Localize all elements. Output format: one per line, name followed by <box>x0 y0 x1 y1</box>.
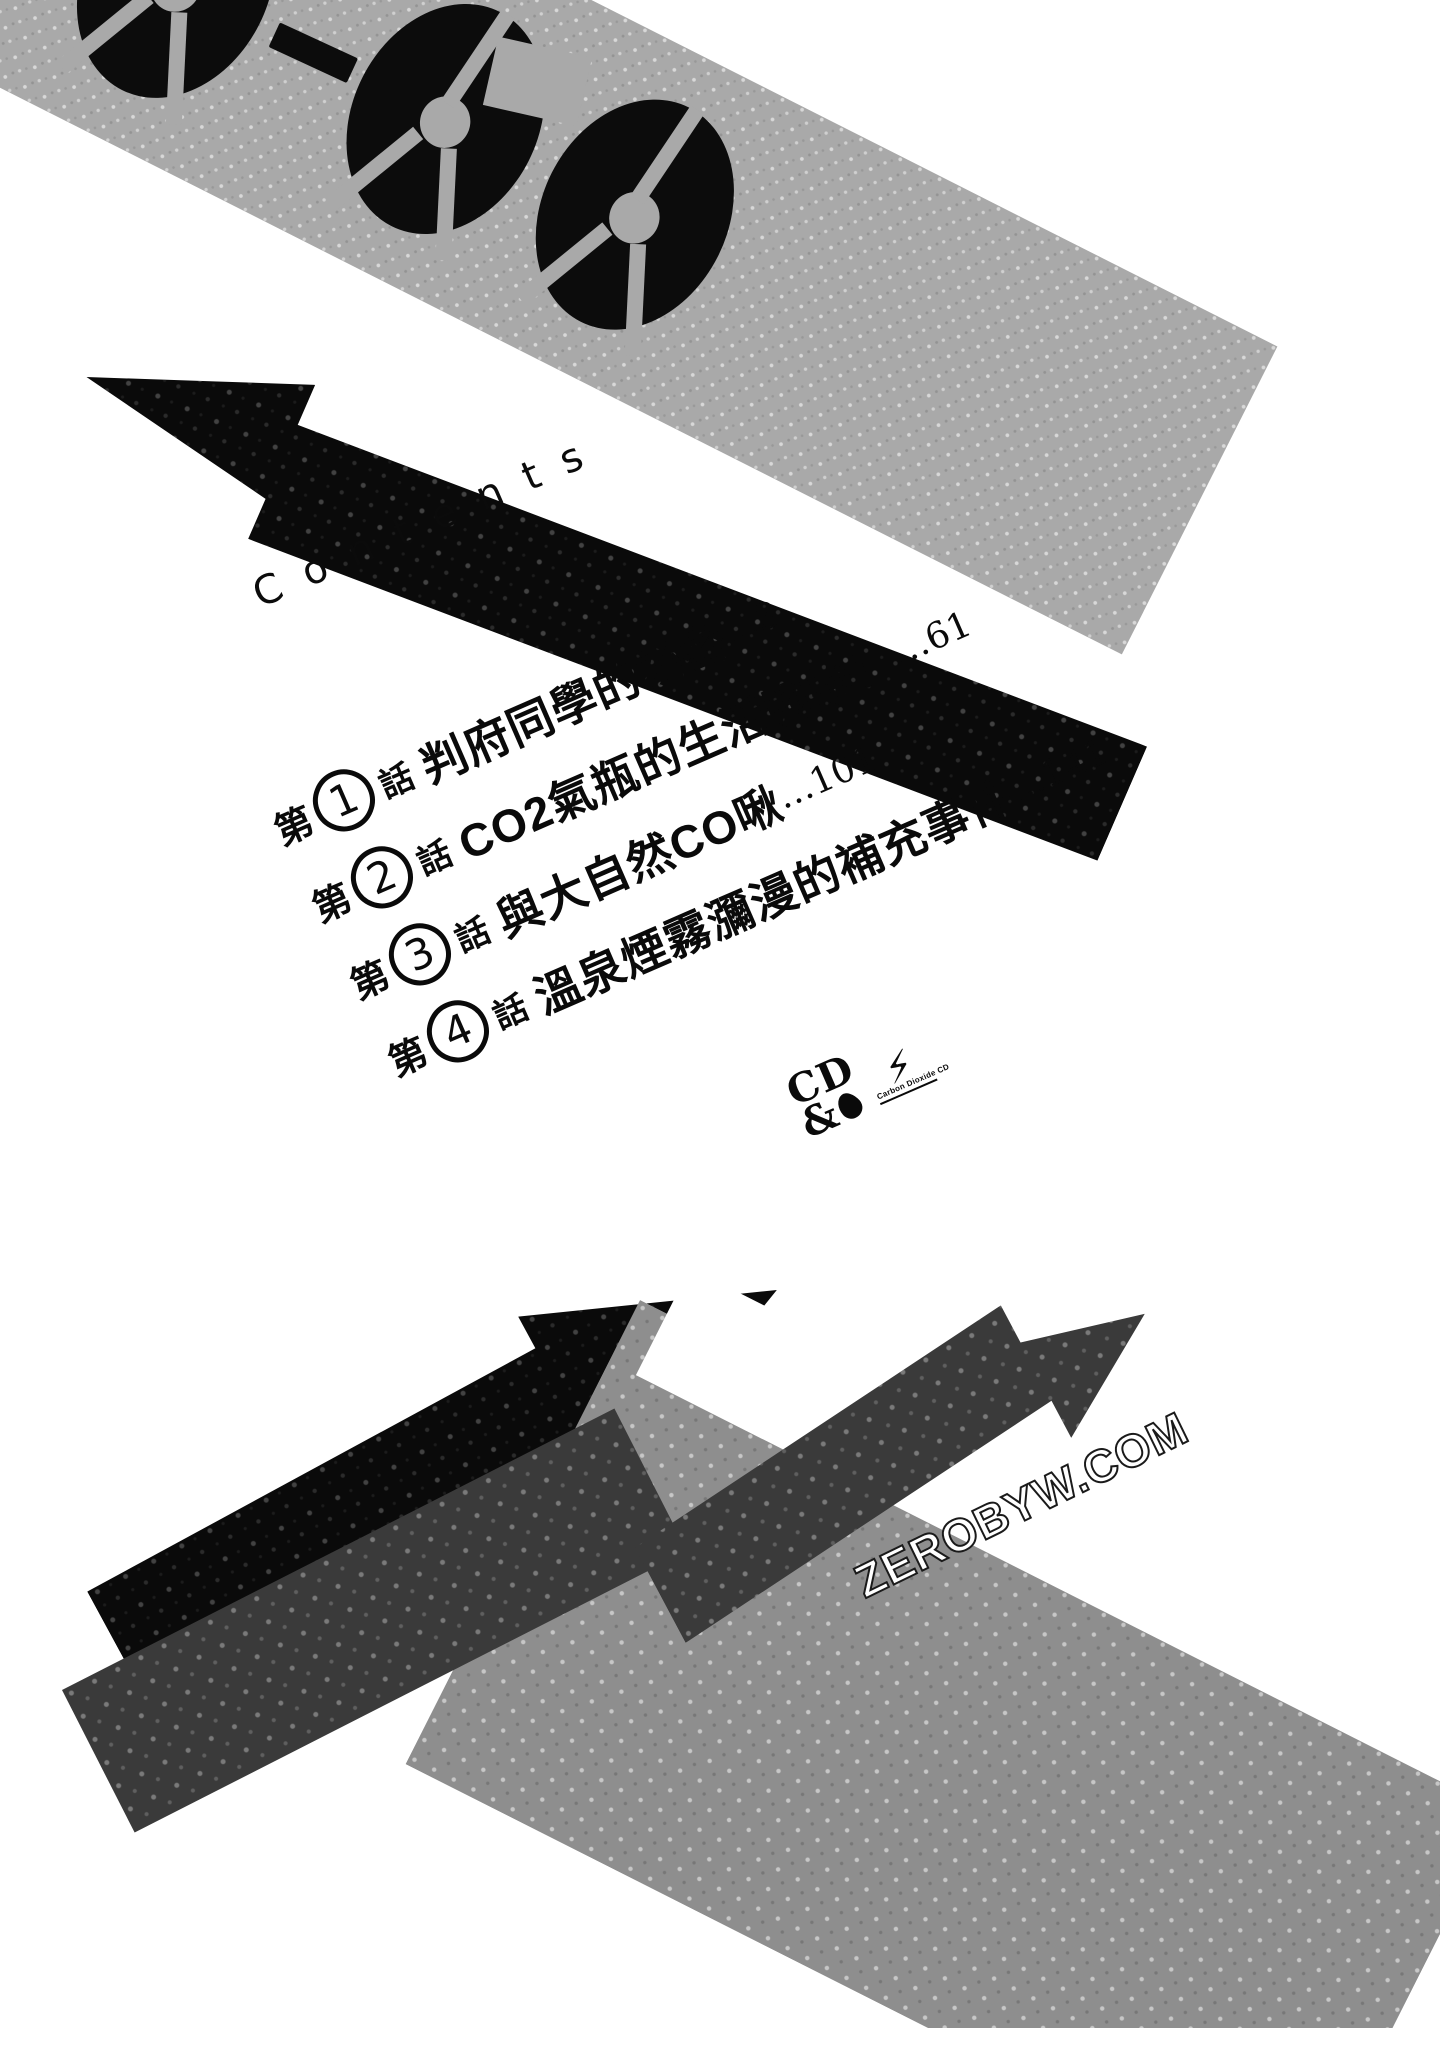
toc-entry-1-suffix: 話 <box>373 757 420 806</box>
toc-entry-3-page: 101 <box>803 737 883 803</box>
bottom-strip <box>0 2028 1440 2048</box>
toc-entry-4-page: 141 <box>1034 730 1115 796</box>
toc-entry-2-suffix: 話 <box>411 834 458 883</box>
toc-entry-3-suffix: 話 <box>449 911 496 960</box>
toc-entry-4-suffix: 話 <box>487 988 534 1037</box>
